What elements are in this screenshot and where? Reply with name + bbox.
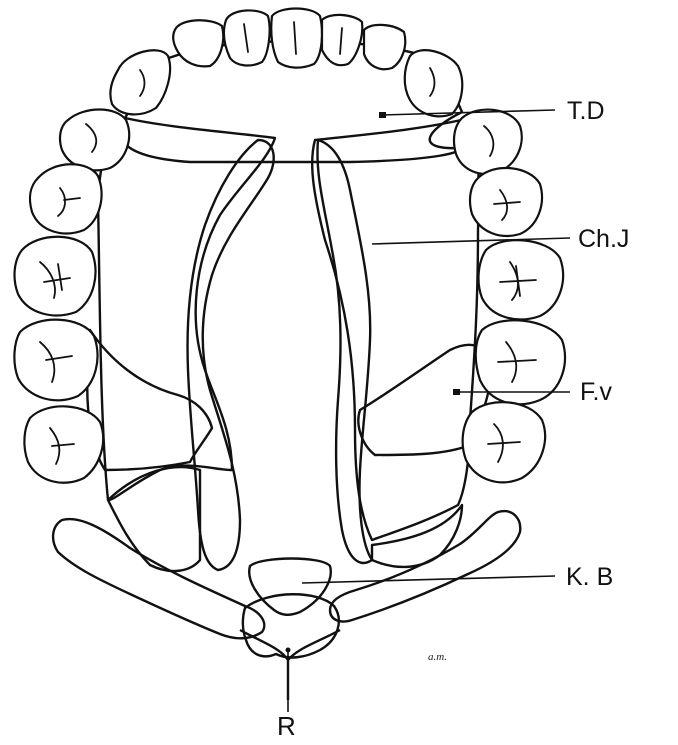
label-td: T.D: [567, 97, 605, 125]
hyoid-stalk: [240, 630, 340, 700]
hyoid-center: [243, 594, 339, 657]
hyoid-body-right: [330, 511, 520, 621]
label-kb: K. B: [566, 563, 613, 591]
teeth: [14, 9, 565, 483]
leader-td-dot: [379, 112, 386, 118]
tooth-incisor-4: [173, 20, 223, 66]
leader-fv-dot: [453, 389, 460, 395]
right-dotted-canal: [317, 140, 372, 563]
tooth-incisor-5: [364, 25, 405, 69]
tooth-canine-right: [405, 50, 463, 116]
tooth-right-3: [479, 240, 564, 319]
left-plate: [98, 118, 275, 500]
left-lower-plate: [108, 467, 200, 571]
label-chj: Ch.J: [578, 225, 629, 253]
artist-signature: a.m.: [428, 651, 447, 663]
hyoid-bone: [53, 511, 520, 700]
tooth-left-1: [60, 110, 129, 171]
tooth-left-4: [14, 320, 97, 401]
tooth-incisor-3: [322, 15, 362, 65]
tooth-canine-left: [110, 50, 170, 114]
kb-structure: [249, 559, 331, 615]
label-fv: F.v: [580, 378, 612, 406]
label-r: R: [277, 711, 296, 741]
tooth-incisor-2: [271, 9, 322, 68]
tooth-right-1: [454, 110, 522, 174]
tooth-left-3: [15, 237, 96, 316]
palate: [87, 42, 491, 571]
hyoid-body: [53, 519, 264, 638]
leader-kb: [302, 576, 555, 583]
